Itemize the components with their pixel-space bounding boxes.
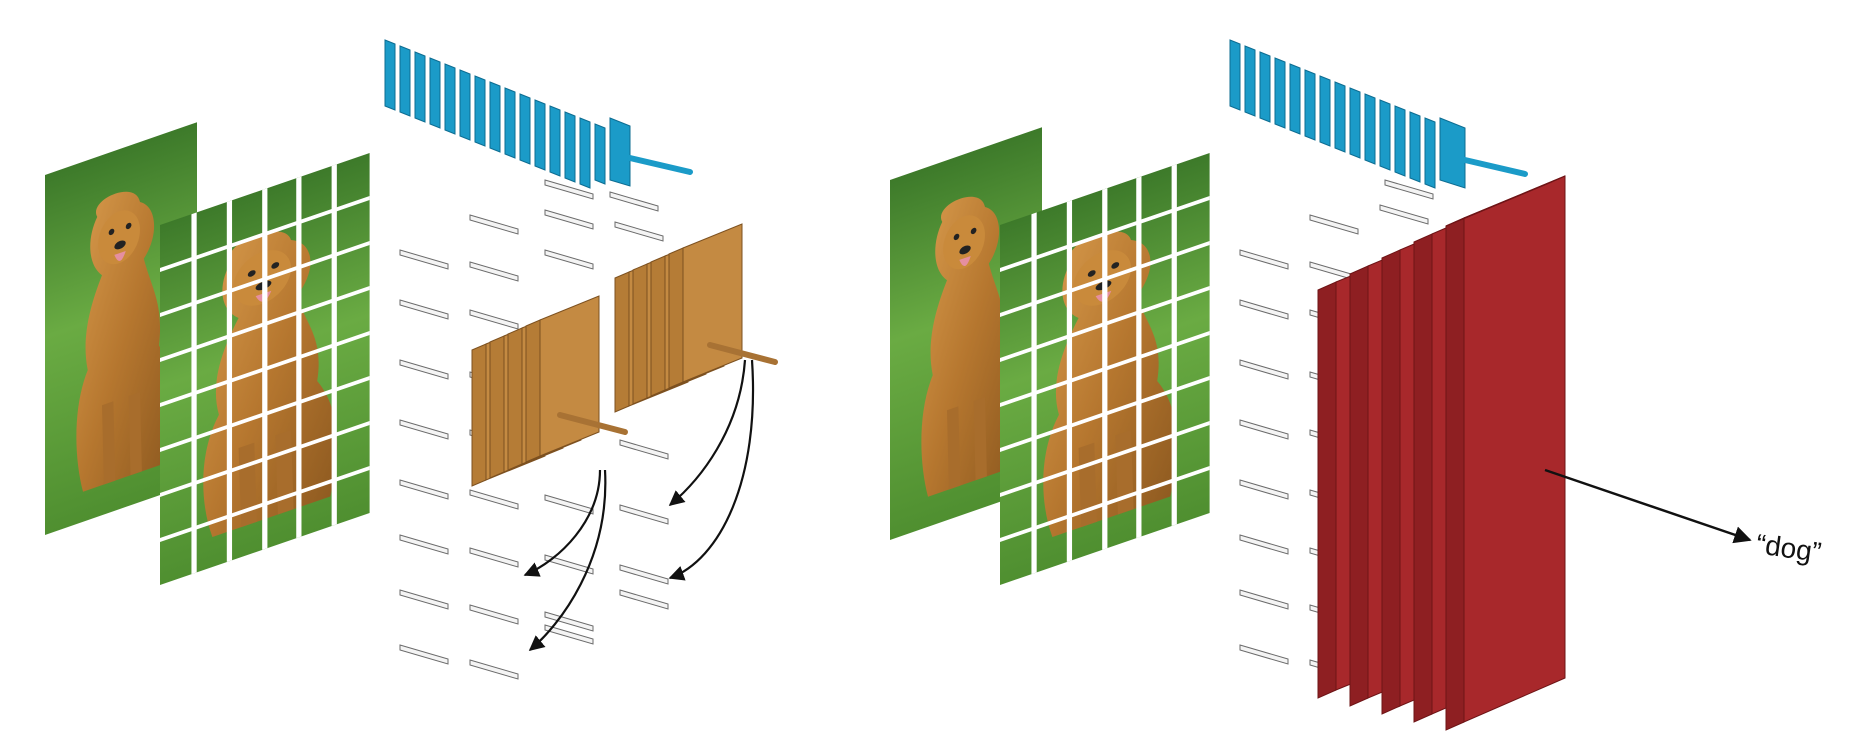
output-label: “dog” [1754, 528, 1823, 568]
fc-slab-5 [1445, 175, 1566, 731]
output-arrow [1544, 468, 1752, 544]
filter-arrows [523, 359, 755, 651]
fully-connected-layers [1317, 175, 1566, 731]
left-panel [45, 39, 778, 680]
right-panel: “dog” [890, 39, 1823, 731]
conv-filter-stack-2 [614, 223, 778, 413]
feature-vector-stack-2 [1229, 39, 1528, 189]
patch-grid-image [160, 153, 370, 585]
feature-vector-stack [384, 39, 693, 189]
patch-grid-image-2 [1000, 153, 1210, 585]
conv-filter-stack-1 [471, 295, 628, 487]
